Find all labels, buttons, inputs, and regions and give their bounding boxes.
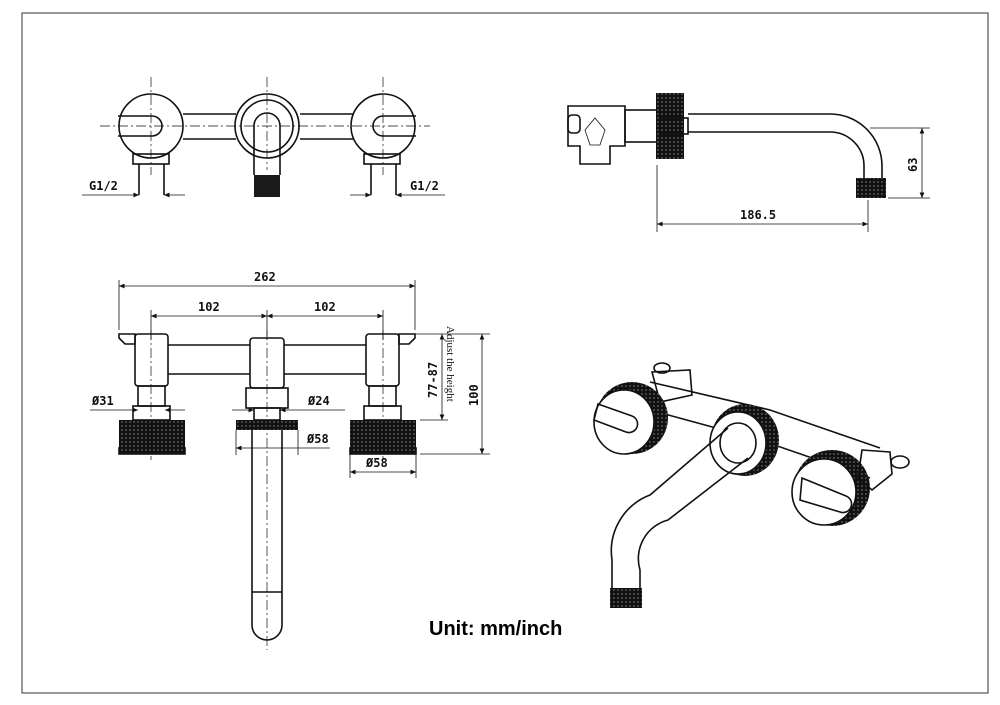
spout-rosette-diameter-label: Ø58 (306, 432, 329, 446)
overall-width-label: 262 (254, 270, 276, 284)
total-height-label: 100 (467, 384, 481, 406)
span-left-label: 102 (198, 300, 220, 314)
knurled-handle-left (119, 420, 185, 454)
handle-rosette-diameter-label: Ø58 (365, 456, 388, 470)
aerator-iso (610, 588, 642, 608)
drawing-frame (21, 12, 989, 694)
thread-label-left: G1/2 (89, 179, 118, 193)
span-right-label: 102 (314, 300, 336, 314)
isometric-view (593, 362, 910, 608)
unit-note: Unit: mm/inch (429, 618, 562, 640)
spout-diameter-label: Ø24 (307, 394, 330, 408)
front-view: 262 102 102 (90, 270, 490, 650)
thread-label-right: G1/2 (410, 179, 439, 193)
handle-diameter-label: Ø31 (91, 394, 114, 408)
adjust-height-note: Adjust the height (444, 326, 456, 402)
top-view: G1/2 G1/2 (82, 77, 445, 198)
adjust-range-label: 77-87 (426, 362, 440, 398)
spout-length-label: 186.5 (740, 208, 776, 222)
side-view: 186.5 63 (567, 93, 930, 232)
aerator-side (856, 178, 886, 198)
outlet-height-label: 63 (906, 158, 920, 172)
